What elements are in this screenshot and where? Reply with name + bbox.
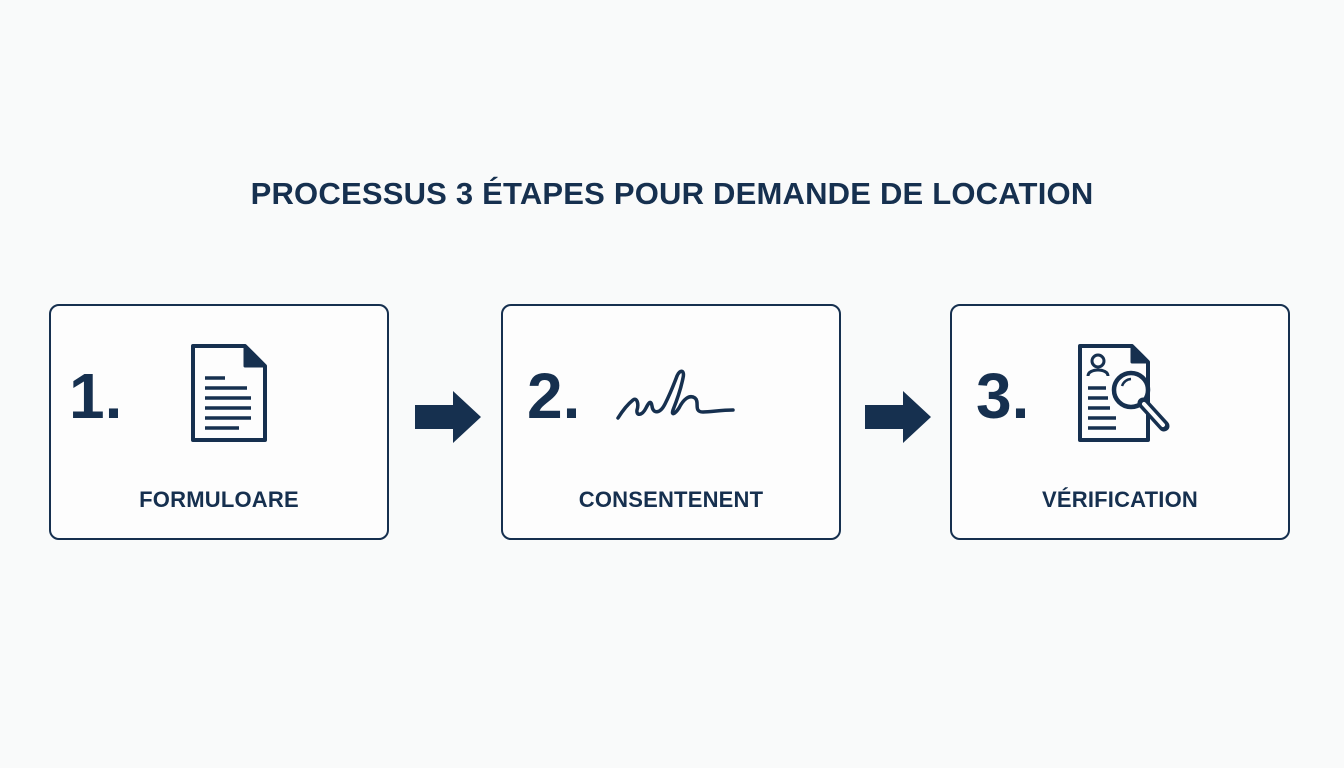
step-label-1: FORMULOARE (139, 487, 299, 512)
step-number-1: 1. (69, 360, 123, 432)
step-card-3: 3. VÉRIFICATION (950, 304, 1290, 540)
step-card-2: 2. CONSENTENENT (501, 304, 841, 540)
document-icon (191, 344, 267, 442)
step-card-1: 1. FORMULOARE (49, 304, 389, 540)
step-label-3: VÉRIFICATION (1042, 487, 1198, 512)
diagram-title: PROCESSUS 3 ÉTAPES POUR DEMANDE DE LOCAT… (250, 176, 1094, 211)
step-number-3: 3. (976, 360, 1030, 432)
document-search-icon (1078, 344, 1170, 442)
step-number-2: 2. (527, 360, 581, 432)
arrow-right-icon (865, 391, 931, 443)
step-label-2: CONSENTENENT (578, 487, 764, 512)
arrow-right-icon (415, 391, 481, 443)
signature-icon (616, 369, 735, 420)
